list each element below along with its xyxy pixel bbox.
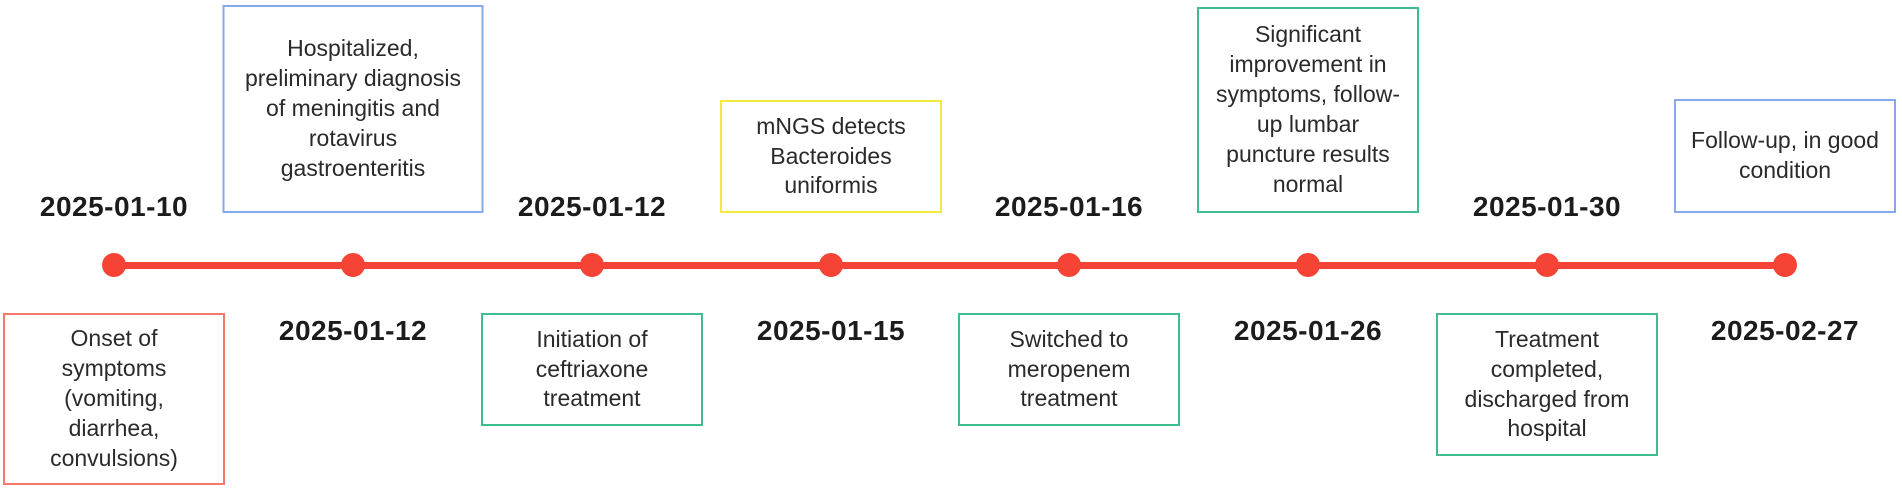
event-box: Onset of symptoms (vomiting, diarrhea, c… xyxy=(3,313,225,485)
event-date: 2025-01-30 xyxy=(1472,191,1622,222)
event-box: Follow-up, in good condition xyxy=(1674,99,1896,213)
timeline-dot xyxy=(1296,253,1320,277)
event-date: 2025-01-26 xyxy=(1233,315,1383,346)
timeline-dot xyxy=(1535,253,1559,277)
event-date: 2025-01-10 xyxy=(39,191,189,222)
event-box: mNGS detects Bacteroides uniformis xyxy=(720,100,942,213)
timeline-line xyxy=(114,262,1785,269)
timeline-dot xyxy=(1773,253,1797,277)
event-date: 2025-02-27 xyxy=(1710,315,1860,346)
event-box: Initiation of ceftriaxone treatment xyxy=(481,313,703,426)
event-label: Switched to meropenem treatment xyxy=(1007,325,1131,412)
event-label: Follow-up, in good condition xyxy=(1691,127,1879,183)
timeline-dot xyxy=(580,253,604,277)
event-date: 2025-01-12 xyxy=(517,191,667,222)
event-label: Initiation of ceftriaxone treatment xyxy=(535,325,649,412)
event-label: Onset of symptoms (vomiting, diarrhea, c… xyxy=(50,325,178,471)
event-box: Switched to meropenem treatment xyxy=(958,313,1180,426)
event-date: 2025-01-15 xyxy=(756,315,906,346)
timeline-dot xyxy=(102,253,126,277)
event-box: Treatment completed, discharged from hos… xyxy=(1436,313,1658,456)
event-label: Hospitalized, preliminary diagnosis of m… xyxy=(244,35,462,181)
event-box: Significant improvement in symptoms, fol… xyxy=(1197,7,1419,213)
event-box: Hospitalized, preliminary diagnosis of m… xyxy=(222,5,484,213)
timeline-dot xyxy=(819,253,843,277)
timeline-dot xyxy=(341,253,365,277)
event-label: mNGS detects Bacteroides uniformis xyxy=(756,112,906,199)
event-label: Significant improvement in symptoms, fol… xyxy=(1215,21,1401,197)
event-date: 2025-01-16 xyxy=(994,191,1144,222)
event-date: 2025-01-12 xyxy=(278,315,428,346)
event-label: Treatment completed, discharged from hos… xyxy=(1464,325,1630,442)
timeline-dot xyxy=(1057,253,1081,277)
